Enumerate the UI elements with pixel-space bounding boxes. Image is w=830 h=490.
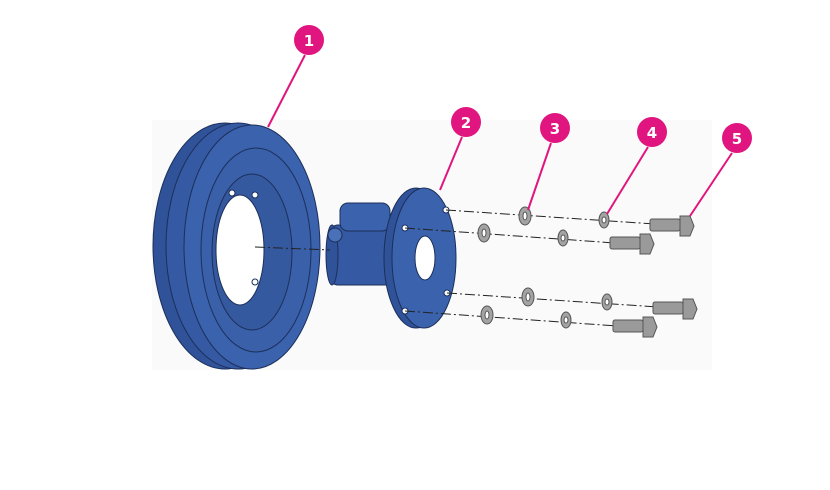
callout-3: 3 <box>540 113 570 143</box>
flat-washers-part-3 <box>477 206 535 325</box>
hub-part-2 <box>325 187 457 329</box>
assembly-axis-lines <box>254 209 659 327</box>
callout-5: 5 <box>722 123 752 153</box>
callout-2: 2 <box>451 107 481 137</box>
svg-text:3: 3 <box>550 120 560 138</box>
pulley-part-1 <box>152 122 321 370</box>
lock-washers-part-4 <box>557 211 613 329</box>
callout-leader-lines <box>267 54 733 217</box>
svg-text:4: 4 <box>647 124 657 142</box>
svg-text:2: 2 <box>461 114 471 132</box>
bolts-part-5 <box>609 215 698 338</box>
svg-text:5: 5 <box>732 130 742 148</box>
callout-4: 4 <box>637 117 667 147</box>
callout-1: 1 <box>294 25 324 55</box>
svg-text:1: 1 <box>304 32 314 50</box>
